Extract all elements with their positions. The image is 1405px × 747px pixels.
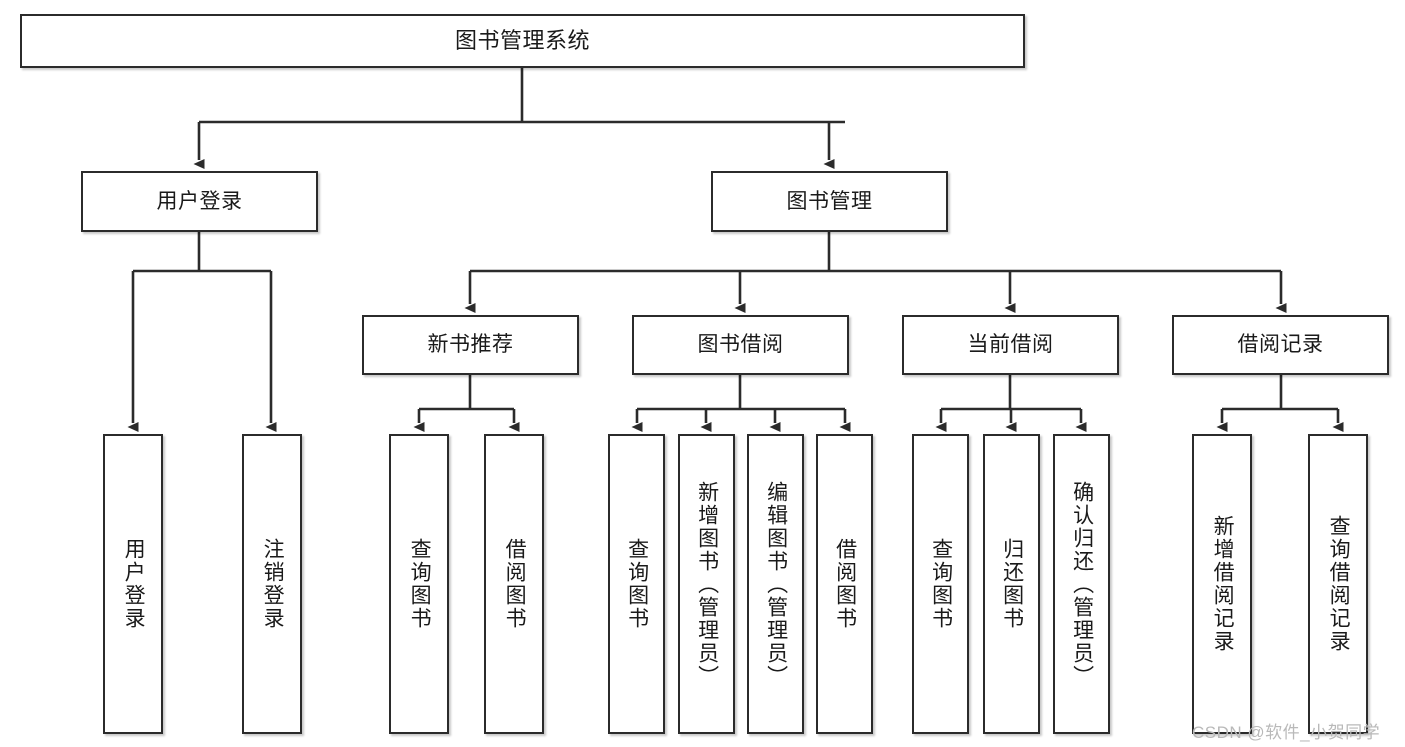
node-current-borrow-label: 当前借阅 <box>967 333 1054 357</box>
node-leaf-user-login[interactable]: 用户登录 <box>103 434 163 734</box>
node-leaf-query-book-2[interactable]: 查询图书 <box>608 434 665 734</box>
node-leaf-query-book-1[interactable]: 查询图书 <box>389 434 449 734</box>
node-leaf-query-book-1-label: 查询图书 <box>408 538 432 630</box>
node-root[interactable]: 图书管理系统 <box>20 14 1025 68</box>
node-leaf-user-logout-label: 注销登录 <box>261 538 285 630</box>
node-leaf-borrow-book-2[interactable]: 借阅图书 <box>816 434 873 734</box>
node-leaf-edit-book[interactable]: 编辑图书（管理员） <box>747 434 804 734</box>
node-book-borrow-label: 图书借阅 <box>697 333 784 357</box>
node-leaf-query-book-3[interactable]: 查询图书 <box>912 434 969 734</box>
node-new-book-rec[interactable]: 新书推荐 <box>362 315 579 375</box>
node-leaf-return-book[interactable]: 归还图书 <box>983 434 1040 734</box>
node-leaf-add-book[interactable]: 新增图书（管理员） <box>678 434 735 734</box>
node-leaf-user-login-label: 用户登录 <box>122 538 146 630</box>
node-leaf-return-book-label: 归还图书 <box>1000 538 1024 630</box>
node-leaf-confirm-return-label: 确认归还（管理员） <box>1070 480 1094 688</box>
node-root-label: 图书管理系统 <box>454 27 590 53</box>
node-leaf-borrow-book-1-label: 借阅图书 <box>503 538 527 630</box>
node-current-borrow[interactable]: 当前借阅 <box>902 315 1119 375</box>
node-leaf-confirm-return[interactable]: 确认归还（管理员） <box>1053 434 1110 734</box>
node-leaf-add-record[interactable]: 新增借阅记录 <box>1192 434 1252 734</box>
node-leaf-query-record[interactable]: 查询借阅记录 <box>1308 434 1368 734</box>
node-leaf-borrow-book-1[interactable]: 借阅图书 <box>484 434 544 734</box>
node-book-borrow[interactable]: 图书借阅 <box>632 315 849 375</box>
node-leaf-edit-book-label: 编辑图书（管理员） <box>764 480 788 688</box>
node-leaf-borrow-book-2-label: 借阅图书 <box>833 538 857 630</box>
node-book-manage-label: 图书管理 <box>786 189 873 213</box>
node-leaf-query-record-label: 查询借阅记录 <box>1327 515 1351 653</box>
node-leaf-query-book-3-label: 查询图书 <box>929 538 953 630</box>
node-leaf-add-book-label: 新增图书（管理员） <box>695 480 719 688</box>
node-borrow-record[interactable]: 借阅记录 <box>1172 315 1389 375</box>
node-leaf-query-book-2-label: 查询图书 <box>625 538 649 630</box>
node-leaf-user-logout[interactable]: 注销登录 <box>242 434 302 734</box>
node-new-book-rec-label: 新书推荐 <box>427 333 514 357</box>
watermark-text: CSDN @软件_小贺同学 <box>1192 723 1381 742</box>
node-user-login[interactable]: 用户登录 <box>81 171 318 232</box>
node-book-manage[interactable]: 图书管理 <box>711 171 948 232</box>
node-borrow-record-label: 借阅记录 <box>1237 333 1324 357</box>
node-leaf-add-record-label: 新增借阅记录 <box>1211 515 1235 653</box>
node-user-login-label: 用户登录 <box>156 189 243 213</box>
